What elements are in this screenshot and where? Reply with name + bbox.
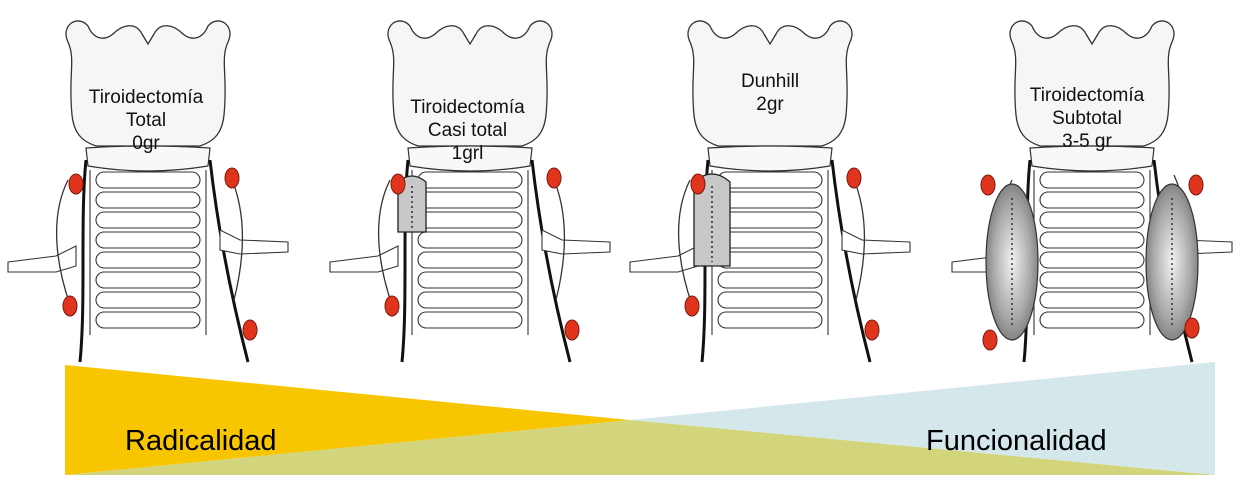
- vessel-line: [679, 180, 692, 305]
- panel-label-line: 3-5 gr: [1002, 130, 1172, 153]
- lateral-vessel: [842, 230, 910, 254]
- thyroid-panel-casi-total: [330, 21, 610, 362]
- tracheal-ring: [96, 212, 200, 228]
- tracheal-ring: [1040, 272, 1144, 288]
- tracheal-ring: [718, 212, 822, 228]
- gradient-bands: [65, 362, 1215, 475]
- tracheal-ring: [1040, 292, 1144, 308]
- parathyroid-gland: [983, 330, 997, 350]
- panel-label-line: Subtotal: [1002, 107, 1172, 130]
- tracheal-ring: [1040, 172, 1144, 188]
- panel-label-line: 1grl: [385, 142, 550, 165]
- parathyroid-gland: [981, 175, 995, 195]
- panel-label-line: Total: [66, 109, 226, 132]
- parathyroid-gland: [565, 320, 579, 340]
- panel-label-dunhill: Dunhill 2gr: [720, 70, 820, 116]
- tracheal-ring: [418, 292, 522, 308]
- tracheal-ring: [96, 292, 200, 308]
- parathyroid-gland: [685, 296, 699, 316]
- thyroid-panel-subtotal: [952, 21, 1232, 362]
- tracheal-ring: [418, 272, 522, 288]
- parathyroid-gland: [63, 296, 77, 316]
- radicalidad-label: Radicalidad: [125, 425, 277, 458]
- parathyroid-gland: [243, 320, 257, 340]
- parathyroid-gland: [847, 168, 861, 188]
- parathyroid-gland: [1189, 175, 1203, 195]
- panel-label-line: Tiroidectomía: [385, 96, 550, 119]
- tracheal-ring: [418, 252, 522, 268]
- laryngeal-nerve: [532, 160, 570, 362]
- funcionalidad-label: Funcionalidad: [926, 425, 1107, 458]
- tracheal-ring: [418, 192, 522, 208]
- tracheal-ring: [1040, 312, 1144, 328]
- tracheal-ring: [96, 232, 200, 248]
- lateral-vessel: [220, 230, 288, 254]
- tracheal-ring: [718, 232, 822, 248]
- laryngeal-nerve: [832, 160, 870, 362]
- parathyroid-gland: [1185, 318, 1199, 338]
- tracheal-ring: [418, 232, 522, 248]
- tracheal-ring: [718, 192, 822, 208]
- laryngeal-nerve: [210, 160, 248, 362]
- tracheal-ring: [418, 212, 522, 228]
- tracheal-ring: [96, 252, 200, 268]
- parathyroid-gland: [391, 174, 405, 194]
- tracheal-ring: [1040, 252, 1144, 268]
- panel-label-line: Casi total: [385, 119, 550, 142]
- panel-label-subtotal: Tiroidectomía Subtotal 3-5 gr: [1002, 84, 1172, 153]
- tracheal-ring: [718, 312, 822, 328]
- panel-label-line: 0gr: [66, 132, 226, 155]
- parathyroid-gland: [69, 174, 83, 194]
- tracheal-ring: [718, 292, 822, 308]
- panel-label-total: Tiroidectomía Total 0gr: [66, 86, 226, 155]
- parathyroid-gland: [691, 174, 705, 194]
- vessel-line: [57, 180, 70, 305]
- tracheal-ring: [1040, 232, 1144, 248]
- thyroid-panels: [8, 21, 1232, 362]
- tracheal-ring: [1040, 192, 1144, 208]
- cricoid-ring: [708, 146, 832, 171]
- tracheal-ring: [96, 172, 200, 188]
- panel-label-line: Tiroidectomía: [1002, 84, 1172, 107]
- panel-label-line: Dunhill: [720, 70, 820, 93]
- tracheal-ring: [1040, 212, 1144, 228]
- lateral-vessel: [630, 246, 698, 272]
- parathyroid-gland: [865, 320, 879, 340]
- thyroid-lobe-remnant: [986, 184, 1038, 340]
- tracheal-ring: [718, 272, 822, 288]
- lateral-vessel: [8, 246, 76, 272]
- thyroid-lobe-remnant: [1146, 184, 1198, 340]
- vessel-line: [379, 180, 392, 305]
- tracheal-ring: [96, 312, 200, 328]
- tracheal-ring: [418, 312, 522, 328]
- tracheal-ring: [96, 192, 200, 208]
- thyroid-panel-total: [8, 21, 288, 362]
- tracheal-ring: [418, 172, 522, 188]
- lateral-vessel: [542, 230, 610, 254]
- panel-label-line: Tiroidectomía: [66, 86, 226, 109]
- panel-label-line: 2gr: [720, 93, 820, 116]
- tracheal-ring: [96, 272, 200, 288]
- tracheal-ring: [718, 252, 822, 268]
- tracheal-ring: [718, 172, 822, 188]
- panel-label-casi-total: Tiroidectomía Casi total 1grl: [385, 96, 550, 165]
- parathyroid-gland: [225, 168, 239, 188]
- parathyroid-gland: [547, 168, 561, 188]
- parathyroid-gland: [385, 296, 399, 316]
- lateral-vessel: [330, 246, 398, 272]
